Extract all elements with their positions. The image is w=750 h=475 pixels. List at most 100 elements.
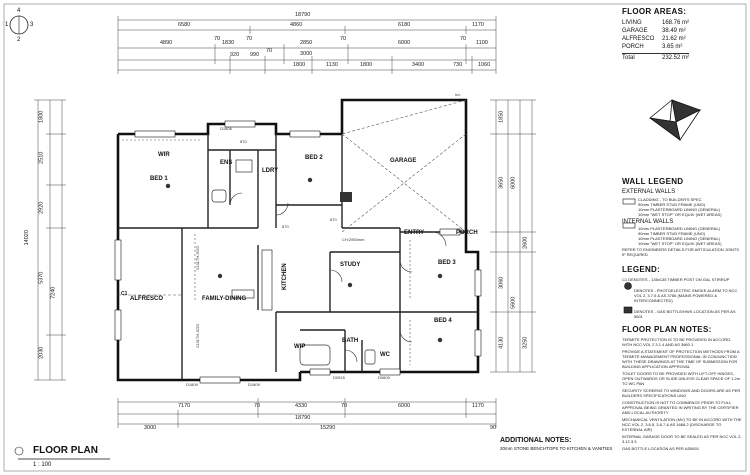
area-label: Total <box>622 55 635 61</box>
page-title: FLOOR PLAN <box>33 445 98 456</box>
dim-870-a: 870 <box>240 139 247 144</box>
door-label-d0609: D0609 <box>378 375 390 380</box>
dim-left-e: 2030 <box>38 346 45 359</box>
room-family-dining: FAMILY-DINING <box>202 296 247 302</box>
dim-left-b: 2510 <box>38 151 45 164</box>
area-value: 168.76 m² <box>662 20 690 26</box>
external-wall-line: CLADDING - TO BUILDER'S SPEC <box>638 197 702 202</box>
compass-label-bottom: 2 <box>17 37 21 43</box>
area-row-total: Total 232.52 m² <box>622 53 690 61</box>
plan-scale: 1 : 100 <box>33 462 52 468</box>
dim-top-r3-h: 730 <box>453 62 463 68</box>
dim-top-r3-b: 990 <box>250 52 260 58</box>
dim-bottom-r1-b: 70 <box>254 403 261 409</box>
internal-wall-line: 90mm TIMBER STUD FRAME (UNO) <box>638 231 706 236</box>
dim-right-h: 3250 <box>522 336 529 349</box>
dim-top-r1-a: 6580 <box>178 22 191 28</box>
dim-right-a: 1850 <box>498 110 505 123</box>
room-ldry: LDRY <box>262 168 279 174</box>
dim-top-r1-c: 6180 <box>398 22 411 28</box>
floor-areas-heading: FLOOR AREAS: <box>622 7 687 16</box>
dim-right-e: 6000 <box>510 176 517 189</box>
dim-top-r2-h: 70 <box>460 36 467 42</box>
dim-top-r2-a: 4890 <box>160 40 173 46</box>
door-label-d1809a: D1809 <box>186 382 198 387</box>
note-item: SECURITY SCREENS TO WINDOWS AND DOORS AR… <box>622 388 741 398</box>
additional-notes-text: 20mm STONE BENCHTOPS TO KITCHEN & VANITI… <box>500 446 613 451</box>
dim-top-small-a: 3000 <box>300 51 313 57</box>
area-label: GARAGE <box>622 28 648 34</box>
legend-heading: LEGEND: <box>622 265 661 274</box>
ceiling-height-label: CH:2550mm <box>342 237 365 242</box>
dim-top-r2-b: 70 <box>214 36 221 42</box>
dim-870-b: 870 <box>330 217 337 222</box>
hc-label: h/c <box>455 92 461 97</box>
dim-top-r2-e: 2850 <box>300 40 313 46</box>
room-entry: ENTRY <box>404 230 425 236</box>
compass-label-right: 3 <box>30 22 34 28</box>
dim-right-g: 2600 <box>522 236 529 249</box>
area-label: LIVING <box>622 20 642 26</box>
dim-top-r2-d: 70 <box>246 36 253 42</box>
dim-top-r3-c: 70 <box>266 48 273 54</box>
dim-top-r2-i: 1100 <box>476 40 488 46</box>
area-value: 232.52 m² <box>662 55 690 61</box>
compass-label-left: 1 <box>5 22 9 28</box>
area-label: PORCH <box>622 44 644 50</box>
legend-gas-bottle: DENOTES - GAS BOTTLE/HWS LOCATION AS PER… <box>634 309 736 319</box>
dim-bottom-r2-b: 15290 <box>320 425 336 431</box>
dim-top-r2-c: 1830 <box>222 40 235 46</box>
dim-bottom-r1-a: 7170 <box>178 403 191 409</box>
articulation-note: REFER TO ENGINEERS DETAILS FOR ARTICULAT… <box>622 247 739 257</box>
room-ens: ENS <box>220 160 233 166</box>
area-value: 21.62 m² <box>662 36 686 42</box>
note-item: MECHANICAL VENTILATION (MV) TO BE IN ACC… <box>622 417 742 432</box>
dim-top-r3-d: 1800 <box>293 62 306 68</box>
dim-bottom-r1-e: 6000 <box>398 403 411 409</box>
legend-smoke-alarm: DENOTES - PHOTOELECTRIC SMOKE ALARM TO N… <box>634 288 738 303</box>
room-bed3: BED 3 <box>438 260 456 266</box>
dim-bottom-r1-f: 1170 <box>472 403 484 409</box>
dim-bottom-r2-a: 3000 <box>144 425 157 431</box>
dim-top-r2-g: 6000 <box>398 40 411 46</box>
external-walls-heading: EXTERNAL WALLS <box>622 189 676 195</box>
note-item: PROVIDE A STATEMENT OF PROTECTION METHOD… <box>622 349 740 369</box>
robe-door-label-1: 2131TH-SGD <box>195 245 200 270</box>
note-item: GAS BOTTLE LOCATION AS PER AS5601 <box>622 446 700 451</box>
room-bed1: BED 1 <box>150 176 168 182</box>
room-bath: BATH <box>342 338 359 344</box>
wall-legend-heading: WALL LEGEND <box>622 177 684 186</box>
dim-left-overall: 14020 <box>23 230 30 246</box>
floor-plan-notes-heading: FLOOR PLAN NOTES: <box>622 325 712 334</box>
dim-top-r2-f: 70 <box>340 36 347 42</box>
dim-left-c: 2920 <box>38 201 45 214</box>
dim-left-d: 5370 <box>38 271 45 284</box>
note-item: TERMITE PROTECTION IS TO BE PROVIDED IN … <box>622 337 732 347</box>
note-item: INTERNAL GARAGE DOOR TO BE SEALED AS PER… <box>622 434 742 444</box>
dim-right-f: 5600 <box>510 296 517 309</box>
room-alfresco: ALFRESCO <box>130 296 163 302</box>
dim-top-r3-g: 3400 <box>412 62 425 68</box>
info-panel: FLOOR AREAS: LIVING 168.76 m² GARAGE 38.49… <box>622 8 744 468</box>
additional-notes-heading: ADDITIONAL NOTES: <box>500 437 572 444</box>
dim-bottom-r2-c: 90 <box>490 425 497 431</box>
dim-top-r3-a: 920 <box>230 52 240 58</box>
door-label-d1806: D1806 <box>220 126 232 131</box>
internal-wall-line: 10mm PLASTERBOARD LINING (GENERAL) <box>638 226 721 231</box>
dim-top-overall: 18790 <box>295 12 311 18</box>
dim-top-r1-d: 1170 <box>472 22 484 28</box>
area-value: 38.49 m² <box>662 28 686 34</box>
room-porch: PORCH <box>456 230 478 236</box>
robe-door-label-2: 2131TH-SGD <box>195 323 200 348</box>
dim-left-a: 1800 <box>38 110 45 123</box>
area-row-living: LIVING 168.76 m² <box>622 20 689 26</box>
room-wip: WIP <box>294 344 306 350</box>
internal-wall-line: 10mm "WET STOP" OR EQUIV (WET AREAS) <box>638 241 722 246</box>
compass-label-n: 4 <box>17 8 21 14</box>
note-item: TOILET DOORS TO BE PROVIDED WITH LIFT-OF… <box>622 371 741 386</box>
dim-870-c: 870 <box>282 224 289 229</box>
room-bed4: BED 4 <box>434 318 452 324</box>
